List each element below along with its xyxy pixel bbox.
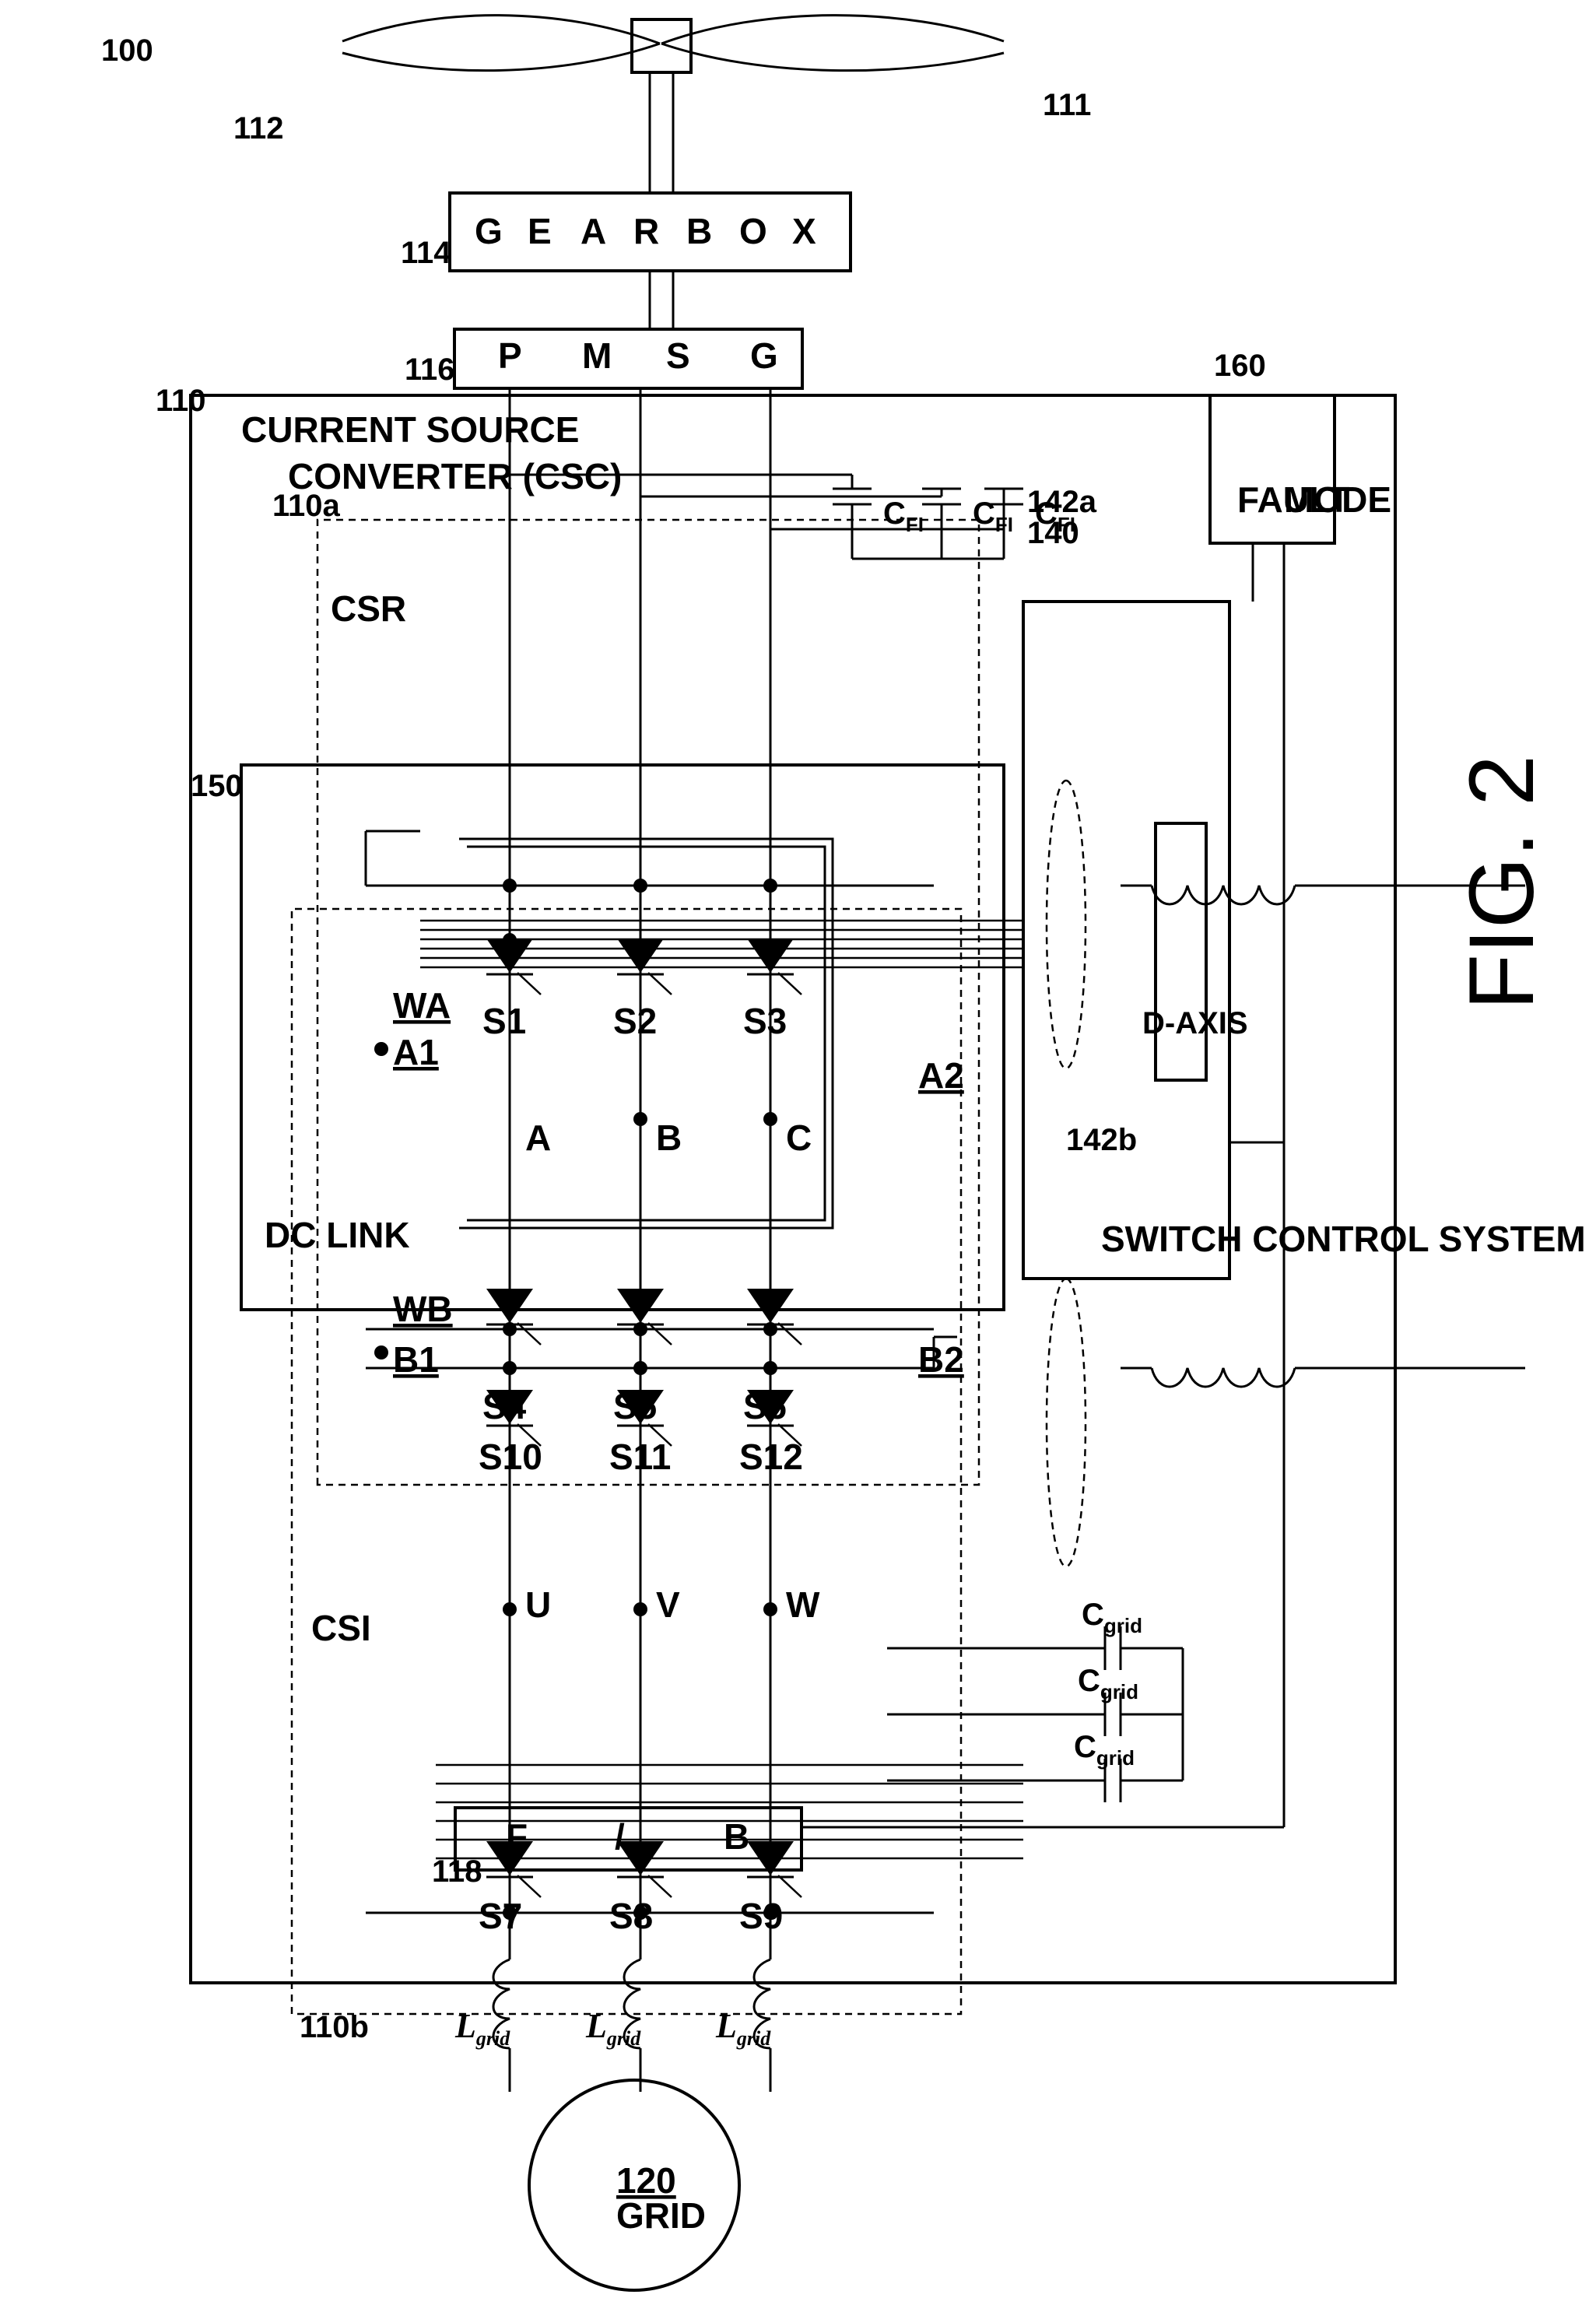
csr-upper-switch-label: S1 (482, 1001, 526, 1041)
ref-system: 100 (101, 33, 153, 68)
csr-lower-thyristor (747, 1289, 802, 1345)
gearbox-label: GEARBOX (475, 211, 816, 251)
output-phase-label: V (656, 1584, 680, 1625)
gearbox-letter: G (475, 211, 503, 251)
ref-fb: 118 (432, 1854, 482, 1889)
ref-bus-a: 142a (1027, 485, 1097, 519)
ref-csi: 110b (300, 2010, 369, 2044)
node-a1-label: A1 (393, 1032, 439, 1072)
ref-scs: 140 (1027, 516, 1079, 550)
input-phase-label: B (656, 1117, 682, 1158)
fb-letter: B (724, 1816, 749, 1857)
pmsg-letter: P (498, 335, 522, 376)
ref-pmsg: 116 (405, 353, 455, 387)
csc-title-line1: CURRENT SOURCE (241, 409, 579, 450)
switch-control-label: SWITCH CONTROL SYSTEM (1101, 1219, 1586, 1259)
grid-ref: 120 (616, 2160, 676, 2201)
csc-enclosure (191, 395, 1395, 1983)
turbine-shaft (650, 72, 673, 329)
bus-ellipses (1047, 781, 1086, 1566)
gearbox-letter: X (792, 211, 816, 251)
cgrid-capacitor (887, 1693, 1183, 1736)
csi-upper-switch-label: S7 (479, 1896, 522, 1936)
turbine-blade (342, 16, 1004, 72)
gearbox-letter: E (528, 211, 552, 251)
ref-dclink: 150 (191, 769, 243, 803)
csi-upper-switch-label: S8 (609, 1896, 653, 1936)
csr-upper-switch-label: S2 (613, 1001, 657, 1041)
winding-wb (1121, 1368, 1525, 1387)
node-b2-label: B2 (918, 1339, 964, 1380)
csr-lower-thyristor (486, 1289, 541, 1345)
ref-blade: 112 (233, 111, 284, 146)
input-phase-label: A (525, 1117, 551, 1158)
pmsg-letter: S (666, 335, 690, 376)
csr-label: CSR (331, 588, 406, 629)
csi-lower-switch-label: S10 (479, 1437, 542, 1477)
grid-label: GRID (616, 2195, 706, 2236)
cgrid-label: Cgrid (1078, 1664, 1138, 1703)
csr-upper-switch-label: S3 (743, 1001, 787, 1041)
fault-mode-line2: MODE (1284, 479, 1391, 520)
csi-upper-switch-label: S9 (739, 1896, 783, 1936)
csi-label: CSI (311, 1608, 371, 1648)
d-axis-box (1156, 823, 1206, 1080)
ref-bus-b: 142b (1066, 1123, 1137, 1157)
winding-b-label: WB (393, 1289, 453, 1329)
pmsg-letter: G (750, 335, 778, 376)
csr-lower-thyristor (617, 1289, 672, 1345)
pmsg-label: PMSG (498, 335, 778, 376)
switch-control-system-box (1023, 602, 1229, 1279)
fb-letter: F (506, 1816, 528, 1857)
ref-fault: 160 (1214, 349, 1266, 383)
cgrid-label: Cgrid (1082, 1598, 1142, 1637)
node-b1-label: B1 (393, 1339, 439, 1380)
ref-csc: 110 (156, 384, 206, 418)
winding-a-label: WA (393, 985, 451, 1026)
node-a2-label: A2 (918, 1055, 964, 1096)
output-phase-label: W (786, 1584, 820, 1625)
dc-link-label: DC LINK (265, 1215, 410, 1255)
control-signal-buses (420, 543, 1284, 1858)
input-phase-label: C (786, 1117, 812, 1158)
gearbox-letter: O (739, 211, 767, 251)
ref-csr: 110a (272, 489, 341, 523)
gearbox-letter: B (686, 211, 712, 251)
gearbox-letter: R (633, 211, 659, 251)
ref-gearbox: 114 (401, 236, 451, 270)
pmsg-letter: M (582, 335, 612, 376)
ref-wind: 111 (1043, 88, 1091, 122)
cgrid-capacitors: CgridCgridCgrid (887, 1598, 1183, 1802)
d-axis-label: D-AXIS (1142, 1006, 1248, 1040)
gearbox-letter: A (581, 211, 606, 251)
cfi-label: CFI (883, 496, 924, 536)
csi-lower-switch-label: S12 (739, 1437, 803, 1477)
figure-title: FIG. 2 (1450, 755, 1553, 1010)
fault-mode-box (1210, 395, 1335, 543)
output-phase-label: U (525, 1584, 551, 1625)
fb-letter: / (615, 1816, 625, 1857)
csi-lower-switch-label: S11 (609, 1437, 671, 1477)
